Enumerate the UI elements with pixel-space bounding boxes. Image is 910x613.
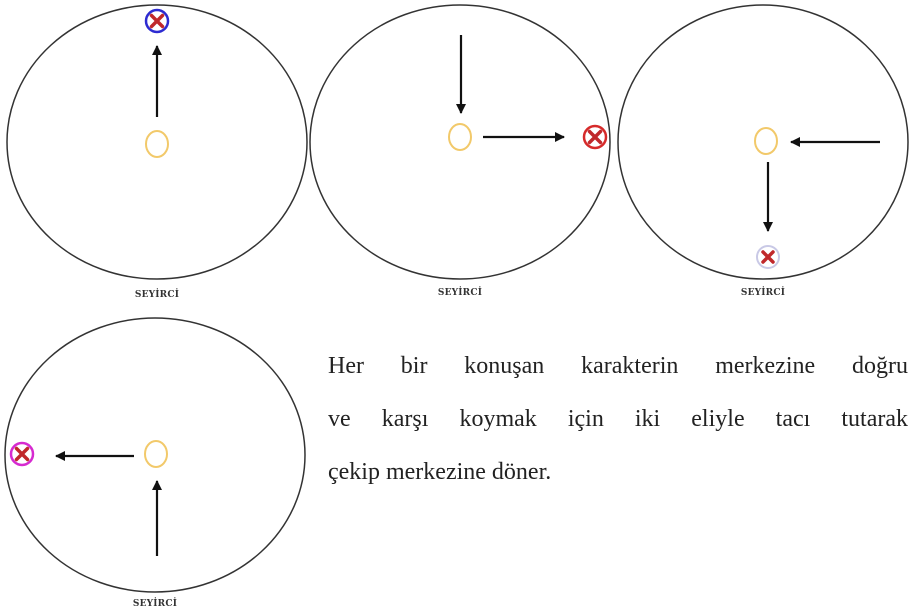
end-position-marker <box>144 8 170 34</box>
center-marker <box>754 127 778 155</box>
stage-diagram-1 <box>6 4 308 280</box>
paragraph-line-2: ve karşı koymak için iki eliyle tacı tut… <box>328 406 908 432</box>
paragraph-line-1: Her bir konuşan karakterin merkezine doğ… <box>328 353 908 379</box>
audience-label: SEYİRCİ <box>134 290 180 300</box>
center-marker <box>144 440 168 468</box>
stage-circle <box>617 4 909 280</box>
audience-label: SEYİRCİ <box>437 288 483 298</box>
stage-diagram-2 <box>309 4 611 280</box>
center-marker <box>448 123 472 151</box>
stage-circle <box>309 4 611 280</box>
paragraph-line-3: çekip merkezine döner. <box>328 459 552 485</box>
audience-label: SEYİRCİ <box>132 599 178 609</box>
end-position-marker <box>9 441 35 467</box>
center-marker <box>145 130 169 158</box>
stage-circle <box>4 317 306 593</box>
end-position-marker <box>582 124 608 150</box>
description-paragraph: Her bir konuşan karakterin merkezine doğ… <box>328 340 908 499</box>
end-position-marker <box>756 245 780 269</box>
stage-diagram-4 <box>4 317 306 593</box>
audience-label: SEYİRCİ <box>740 288 786 298</box>
stage-circle <box>6 4 308 280</box>
stage-diagram-3 <box>617 4 909 280</box>
